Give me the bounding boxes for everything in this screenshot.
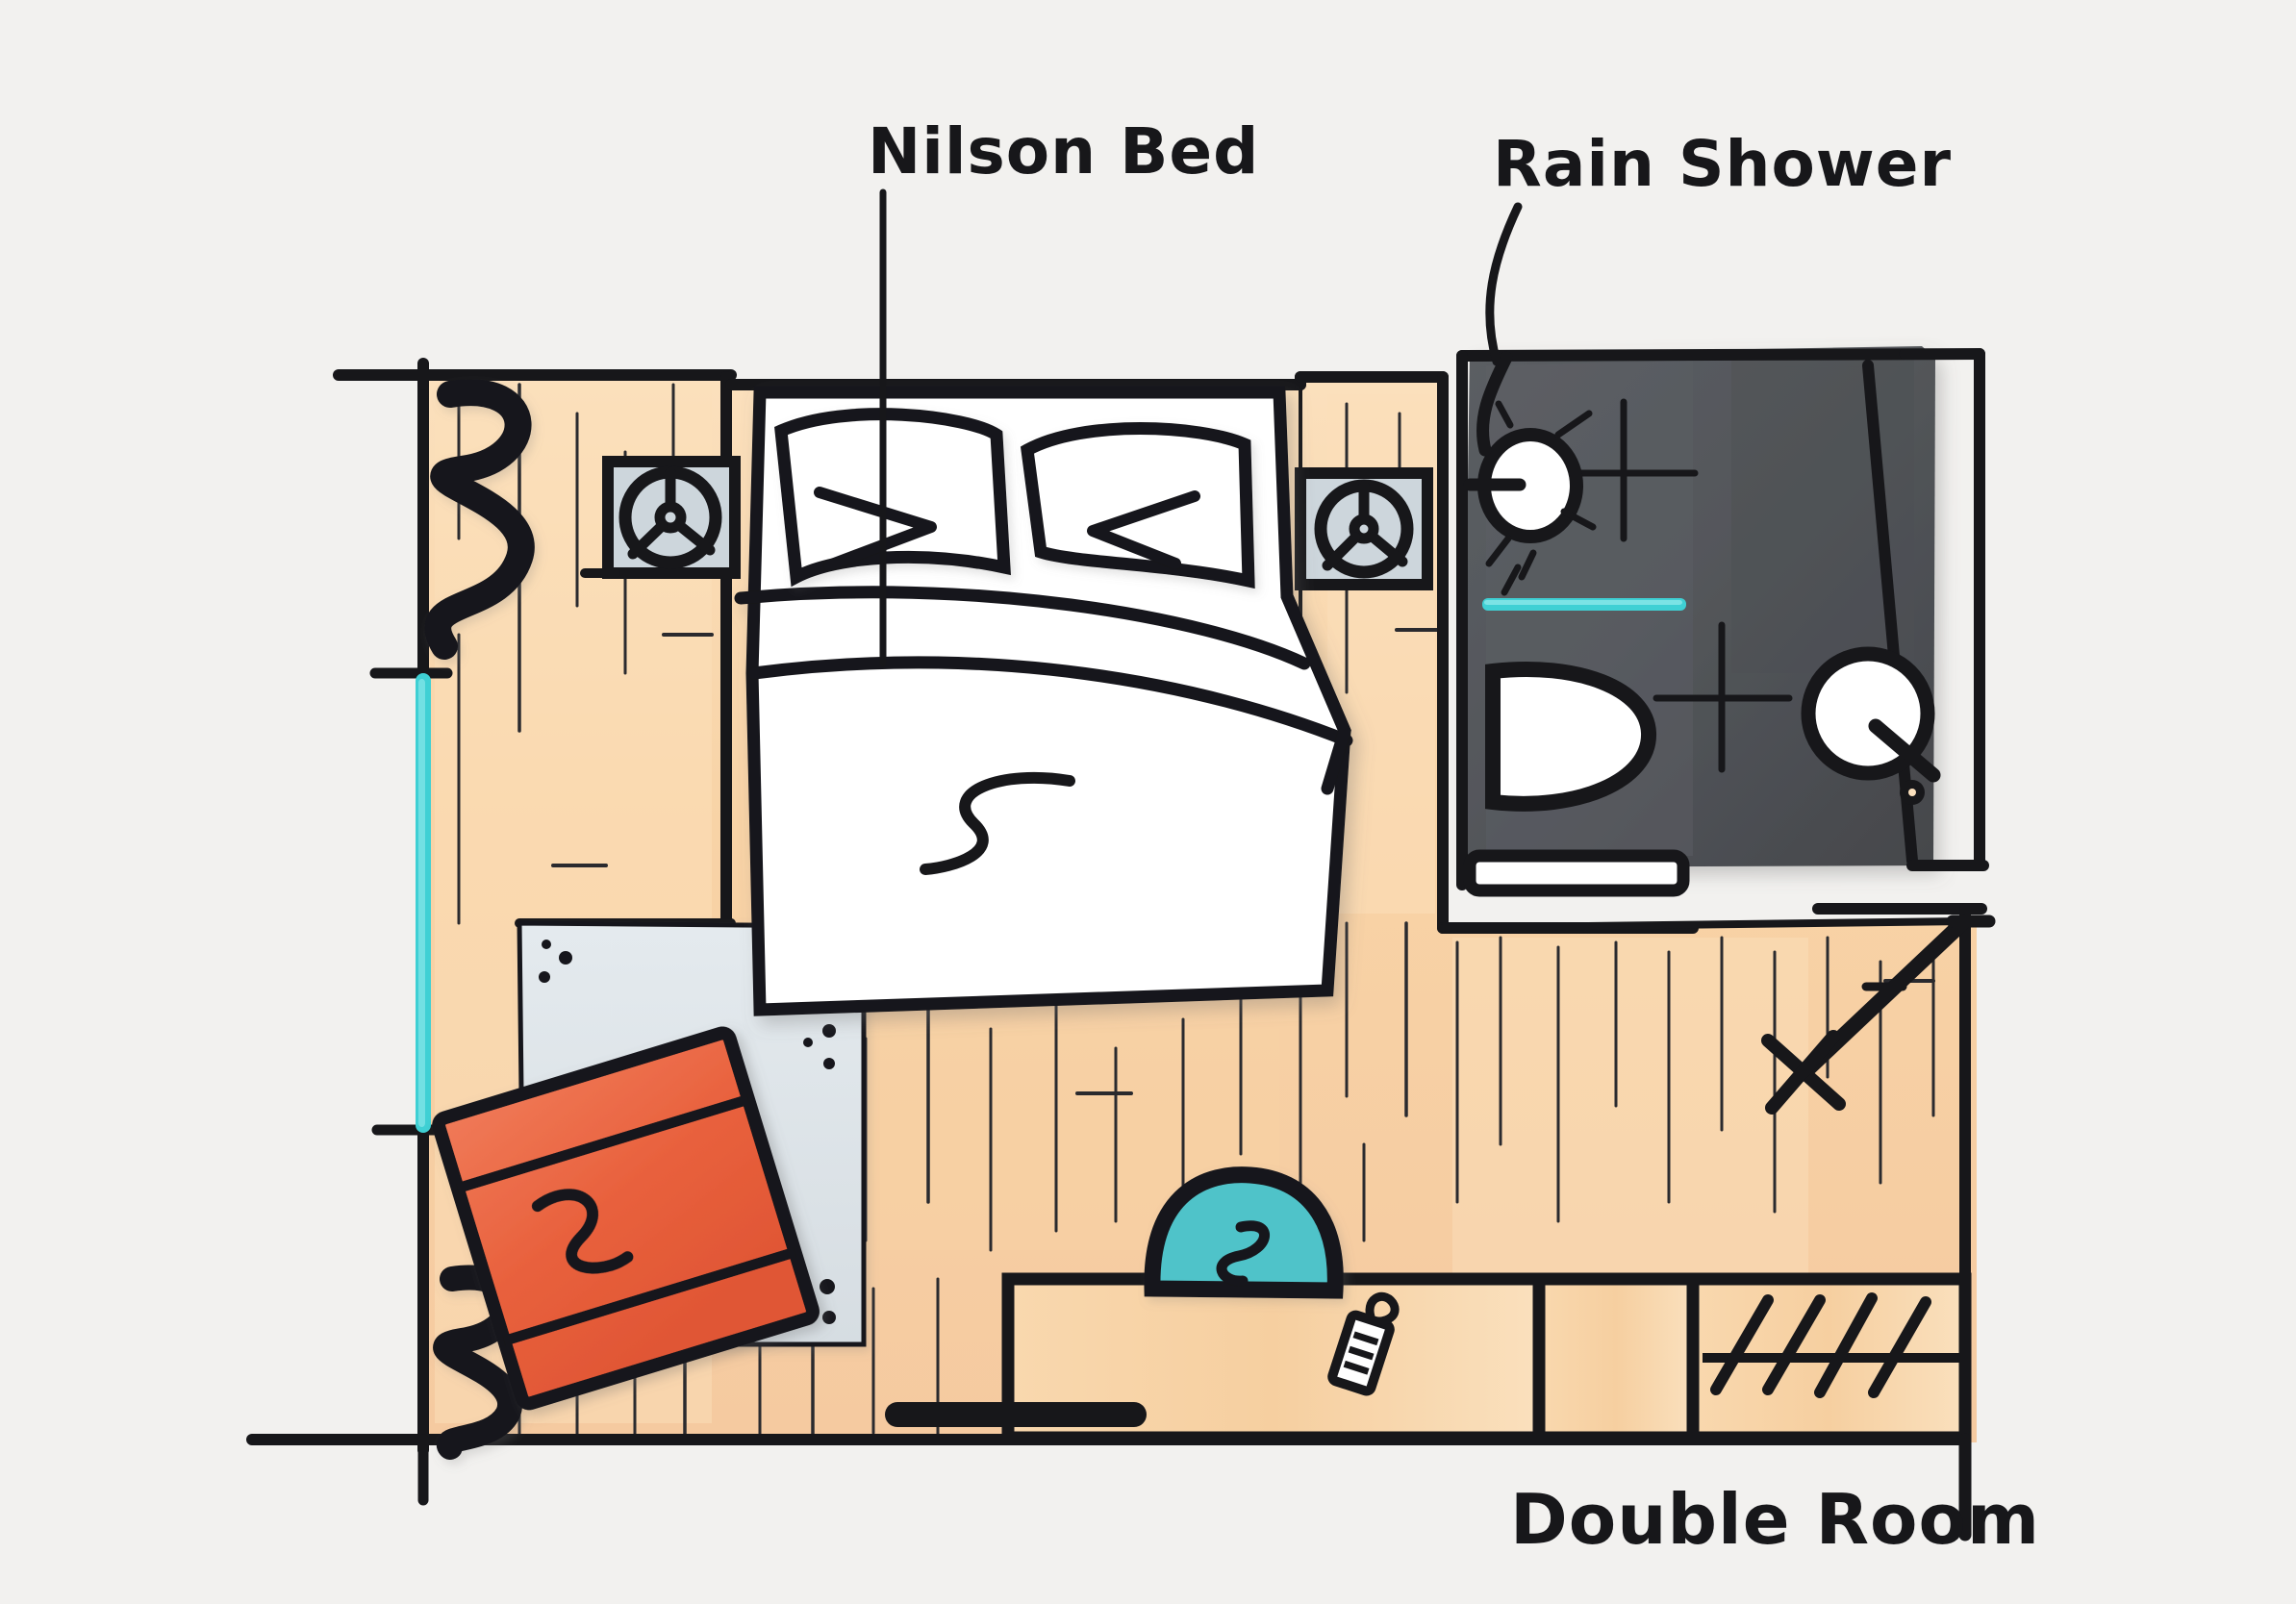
wardrobe-hangers — [1710, 1292, 1931, 1398]
door-handle-stroke-2 — [1765, 1030, 1840, 1115]
wash-basin[interactable] — [1801, 646, 1941, 805]
toilet[interactable] — [1485, 661, 1656, 812]
pillow-right-crease — [1087, 490, 1200, 569]
window-glazing — [416, 673, 431, 1133]
baseboard-strip — [885, 1402, 1147, 1427]
desk-chair[interactable] — [1144, 1166, 1344, 1299]
lamp-icon-right — [1314, 479, 1414, 579]
keycard-ring — [1365, 1292, 1400, 1326]
armchair-cushion-mark — [531, 1189, 634, 1274]
shower-spray-lines — [1485, 400, 1597, 596]
curtain-upper — [424, 379, 535, 660]
duvet-corner — [1280, 589, 1351, 795]
keycard[interactable] — [1327, 1290, 1400, 1396]
tile-grout-marks — [1562, 398, 1793, 773]
wardrobe[interactable] — [1686, 1272, 1972, 1444]
armchair-front-line — [502, 1246, 797, 1346]
keycard-stripes — [1343, 1331, 1379, 1375]
basin-faucet — [1868, 718, 1941, 783]
lamp-icon-left — [618, 465, 722, 569]
floor-accents — [885, 1402, 1147, 1427]
pillow-right — [1020, 422, 1255, 589]
bed-callout-label: Nilson Bed — [868, 114, 1259, 188]
rain-shower-head[interactable] — [1463, 400, 1597, 596]
armchair-seat — [432, 1026, 820, 1411]
shower-callout-label: Rain Shower — [1493, 127, 1952, 201]
armchair-backrest-line — [456, 1093, 750, 1193]
pillow-left-crease — [814, 487, 937, 571]
duvet-fold-upper — [734, 586, 1311, 670]
nightstand-left[interactable] — [580, 456, 741, 579]
nightstand-right[interactable] — [1295, 467, 1433, 590]
wood-wash-3 — [1452, 938, 1808, 1289]
duvet-fold-squiggle — [920, 771, 1075, 875]
room-title-label: Double Room — [1510, 1479, 2040, 1560]
glass-partition — [1482, 598, 1686, 611]
bath-mat — [1463, 849, 1690, 897]
duvet-fold-lower — [747, 656, 1353, 747]
pillow-left — [774, 408, 1011, 588]
shower-feed-pipe — [1476, 351, 1513, 457]
shower-callout-leader — [1485, 202, 1523, 366]
entry-door[interactable] — [1761, 915, 1996, 1115]
desk-chair-mark — [1216, 1220, 1271, 1287]
desk-side-unit — [1532, 1272, 1700, 1444]
armchair[interactable] — [432, 1026, 820, 1411]
